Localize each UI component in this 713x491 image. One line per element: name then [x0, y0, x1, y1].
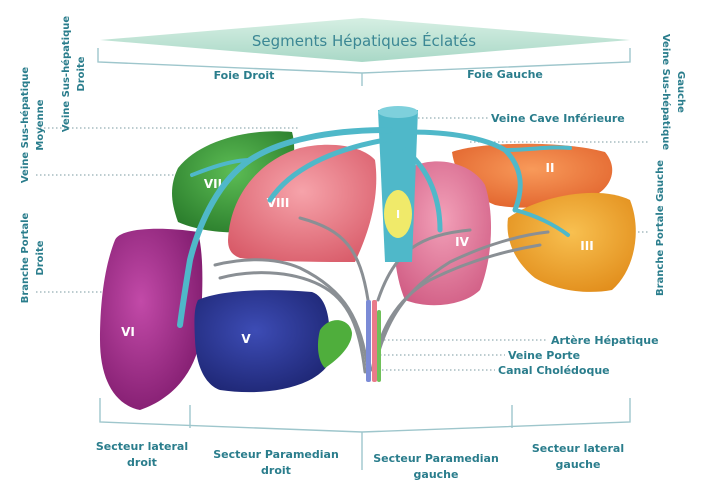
segment-VIII: VIII	[228, 144, 377, 262]
hepatic-pedicle	[366, 300, 381, 382]
segment-I: I	[384, 190, 412, 238]
svg-text:Branche Portale Gauche: Branche Portale Gauche	[655, 160, 666, 296]
svg-text:IV: IV	[455, 235, 469, 249]
portal-branches	[213, 216, 550, 374]
label-foie-droit: Foie Droit	[214, 69, 275, 82]
title-band: Segments Hépatiques Éclatés	[100, 18, 630, 62]
svg-text:I: I	[396, 208, 400, 221]
svg-text:droit: droit	[261, 464, 291, 477]
svg-text:Moyenne: Moyenne	[35, 99, 46, 150]
label-secteur-paramedian-gauche: Secteur Paramedian gauche	[373, 452, 499, 481]
svg-text:gauche: gauche	[556, 458, 601, 471]
svg-text:Gauche: Gauche	[675, 71, 686, 113]
label-foie-gauche: Foie Gauche	[467, 68, 543, 81]
svg-text:Droite: Droite	[76, 56, 87, 91]
label-veine-cave-inferieure: Veine Cave Inférieure	[491, 112, 625, 125]
segment-III: III	[507, 192, 636, 292]
label-secteur-lateral-gauche: Secteur lateral gauche	[532, 442, 624, 471]
svg-text:droit: droit	[127, 456, 157, 469]
segment-V: V	[194, 290, 330, 393]
svg-text:Droite: Droite	[35, 240, 46, 275]
svg-text:Secteur Paramedian: Secteur Paramedian	[213, 448, 339, 461]
leader-lines	[36, 117, 650, 371]
gallbladder	[317, 320, 352, 368]
diagram-title: Segments Hépatiques Éclatés	[252, 31, 476, 50]
svg-text:V: V	[241, 332, 251, 346]
label-veine-sus-hepatique-moyenne: Veine Sus-hépatique Moyenne	[19, 67, 46, 184]
label-branche-portale-droite: Branche Portale Droite	[20, 212, 46, 303]
svg-text:Secteur lateral: Secteur lateral	[96, 440, 188, 453]
svg-text:Veine Sus-hépatique: Veine Sus-hépatique	[19, 67, 31, 184]
label-veine-sus-hepatique-gauche: Veine Sus-hépatique Gauche	[660, 34, 686, 151]
svg-text:gauche: gauche	[414, 468, 459, 481]
svg-text:Veine Sus-hépatique: Veine Sus-hépatique	[60, 16, 72, 133]
segment-II: II	[452, 143, 613, 208]
svg-text:VI: VI	[121, 325, 135, 339]
svg-text:III: III	[580, 239, 593, 253]
frame-lines	[97, 48, 631, 470]
label-canal-choledoque: Canal Cholédoque	[498, 364, 610, 377]
svg-text:Branche Portale: Branche Portale	[20, 212, 31, 303]
segment-VI: VI	[100, 228, 203, 410]
svg-text:Veine Sus-hépatique: Veine Sus-hépatique	[660, 34, 672, 151]
label-artere-hepatique: Artère Hépatique	[551, 334, 659, 347]
label-secteur-lateral-droit: Secteur lateral droit	[96, 440, 188, 469]
label-branche-portale-gauche: Branche Portale Gauche	[655, 160, 666, 296]
svg-text:Secteur lateral: Secteur lateral	[532, 442, 624, 455]
label-veine-porte: Veine Porte	[508, 349, 580, 362]
svg-text:VII: VII	[204, 177, 222, 191]
label-veine-sus-hepatique-droite: Veine Sus-hépatique Droite	[60, 16, 87, 133]
svg-text:II: II	[546, 161, 555, 175]
svg-text:Secteur Paramedian: Secteur Paramedian	[373, 452, 499, 465]
label-secteur-paramedian-droit: Secteur Paramedian droit	[213, 448, 339, 477]
